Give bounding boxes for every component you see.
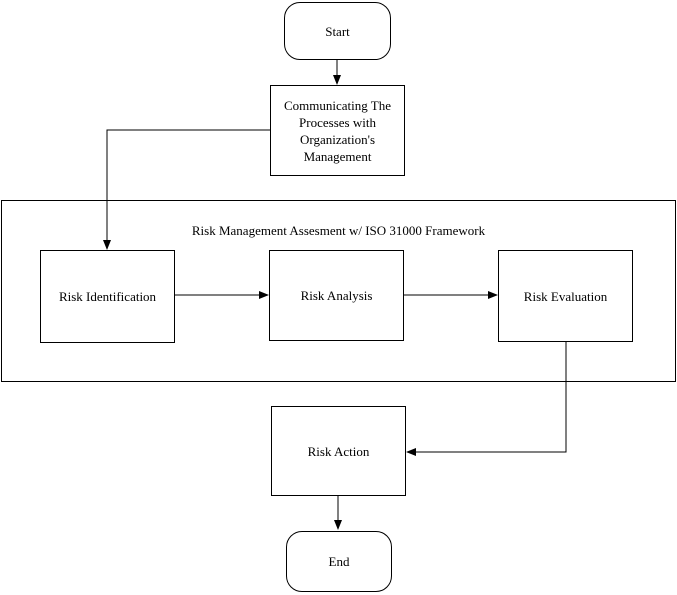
end-node: End bbox=[286, 531, 392, 592]
communicating-line-1: Communicating The bbox=[284, 97, 391, 113]
risk-identification-label: Risk Identification bbox=[58, 289, 157, 304]
risk-evaluation-label: Risk Evaluation bbox=[523, 288, 608, 304]
risk-action-label: Risk Action bbox=[307, 443, 370, 459]
risk-analysis-node: Risk Analysis bbox=[269, 250, 404, 341]
risk-identification-node: Risk Identification bbox=[40, 250, 175, 343]
risk-action-node: Risk Action bbox=[271, 406, 406, 496]
framework-title: Risk Management Assesment w/ ISO 31000 F… bbox=[191, 223, 486, 238]
start-node: Start bbox=[284, 2, 391, 60]
edge-risk-evaluation-to-risk-action bbox=[406, 342, 567, 456]
iso-31000-framework-container bbox=[1, 200, 676, 382]
start-label: Start bbox=[325, 23, 350, 39]
communicating-line-2: Processes with bbox=[299, 114, 376, 130]
end-label: End bbox=[328, 554, 350, 569]
communicating-line-4: Management bbox=[303, 148, 372, 164]
communicating-node: Communicating The Processes with Organiz… bbox=[270, 85, 405, 176]
risk-evaluation-node: Risk Evaluation bbox=[498, 250, 633, 342]
risk-analysis-label: Risk Analysis bbox=[300, 288, 373, 303]
communicating-line-3: Organization's bbox=[299, 131, 376, 147]
communicating-label: Communicating The Processes with Organiz… bbox=[284, 97, 391, 165]
edge-communicating-to-risk-identification bbox=[103, 129, 270, 250]
